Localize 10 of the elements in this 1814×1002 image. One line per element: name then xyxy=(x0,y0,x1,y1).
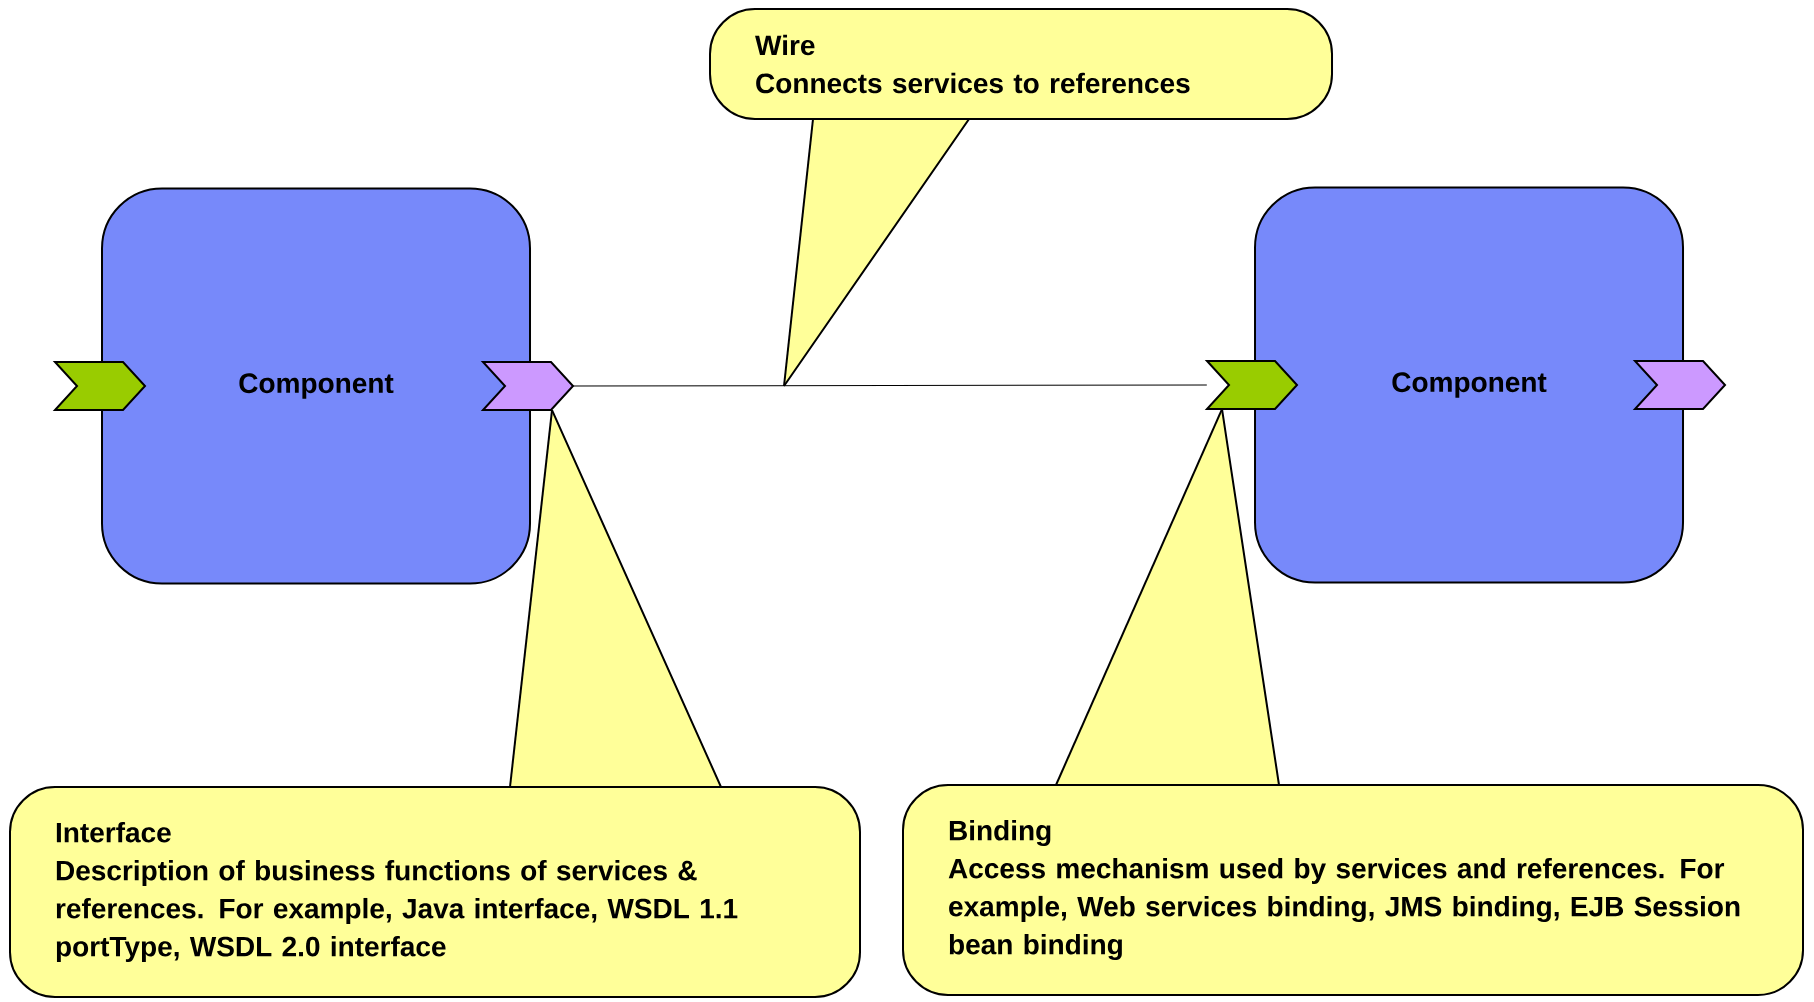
port-chevron xyxy=(1632,360,1727,410)
component-box: Component xyxy=(1254,186,1684,584)
component-box: Component xyxy=(101,187,531,585)
wire-line xyxy=(572,384,1208,387)
leader-line xyxy=(509,409,553,788)
leader-line xyxy=(783,118,814,387)
callout-balloon: Wire Connects services to references xyxy=(709,8,1333,120)
port-chevron xyxy=(52,361,147,411)
port-chevron xyxy=(480,361,575,411)
port-chevron xyxy=(1204,360,1299,410)
